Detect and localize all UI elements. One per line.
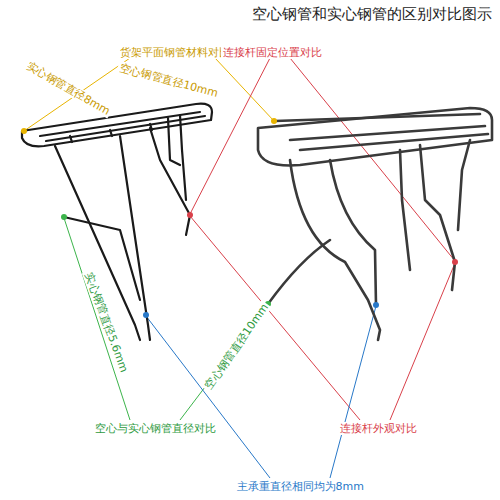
right-rack — [258, 108, 492, 340]
diagram-title: 空心钢管和实心钢管的区别对比图示 — [250, 5, 494, 24]
callout-heading: 货架平面钢管材料对比 — [118, 46, 232, 59]
callout-heading: 主承重直径相同均为8mm — [235, 480, 366, 493]
leader-line — [146, 316, 270, 478]
leader-line — [390, 263, 455, 420]
dimension-label: 空心钢管直径10mm — [201, 299, 272, 393]
leader-line — [290, 58, 455, 261]
callout-heading: 空心与实心钢管直径对比 — [93, 422, 218, 435]
leader-line — [190, 216, 360, 420]
leader-line — [64, 218, 130, 420]
dimension-label: 实心钢管直径5.6mm — [81, 269, 131, 376]
dimension-label: 实心钢管直径8mm — [22, 58, 114, 119]
dimension-label: 空心钢管直径10mm — [116, 60, 221, 100]
leader-line — [330, 306, 376, 478]
callout-heading: 连接杆固定位置对比 — [221, 46, 324, 59]
callout-heading: 连接杆外观对比 — [338, 422, 419, 435]
left-rack — [22, 104, 212, 340]
